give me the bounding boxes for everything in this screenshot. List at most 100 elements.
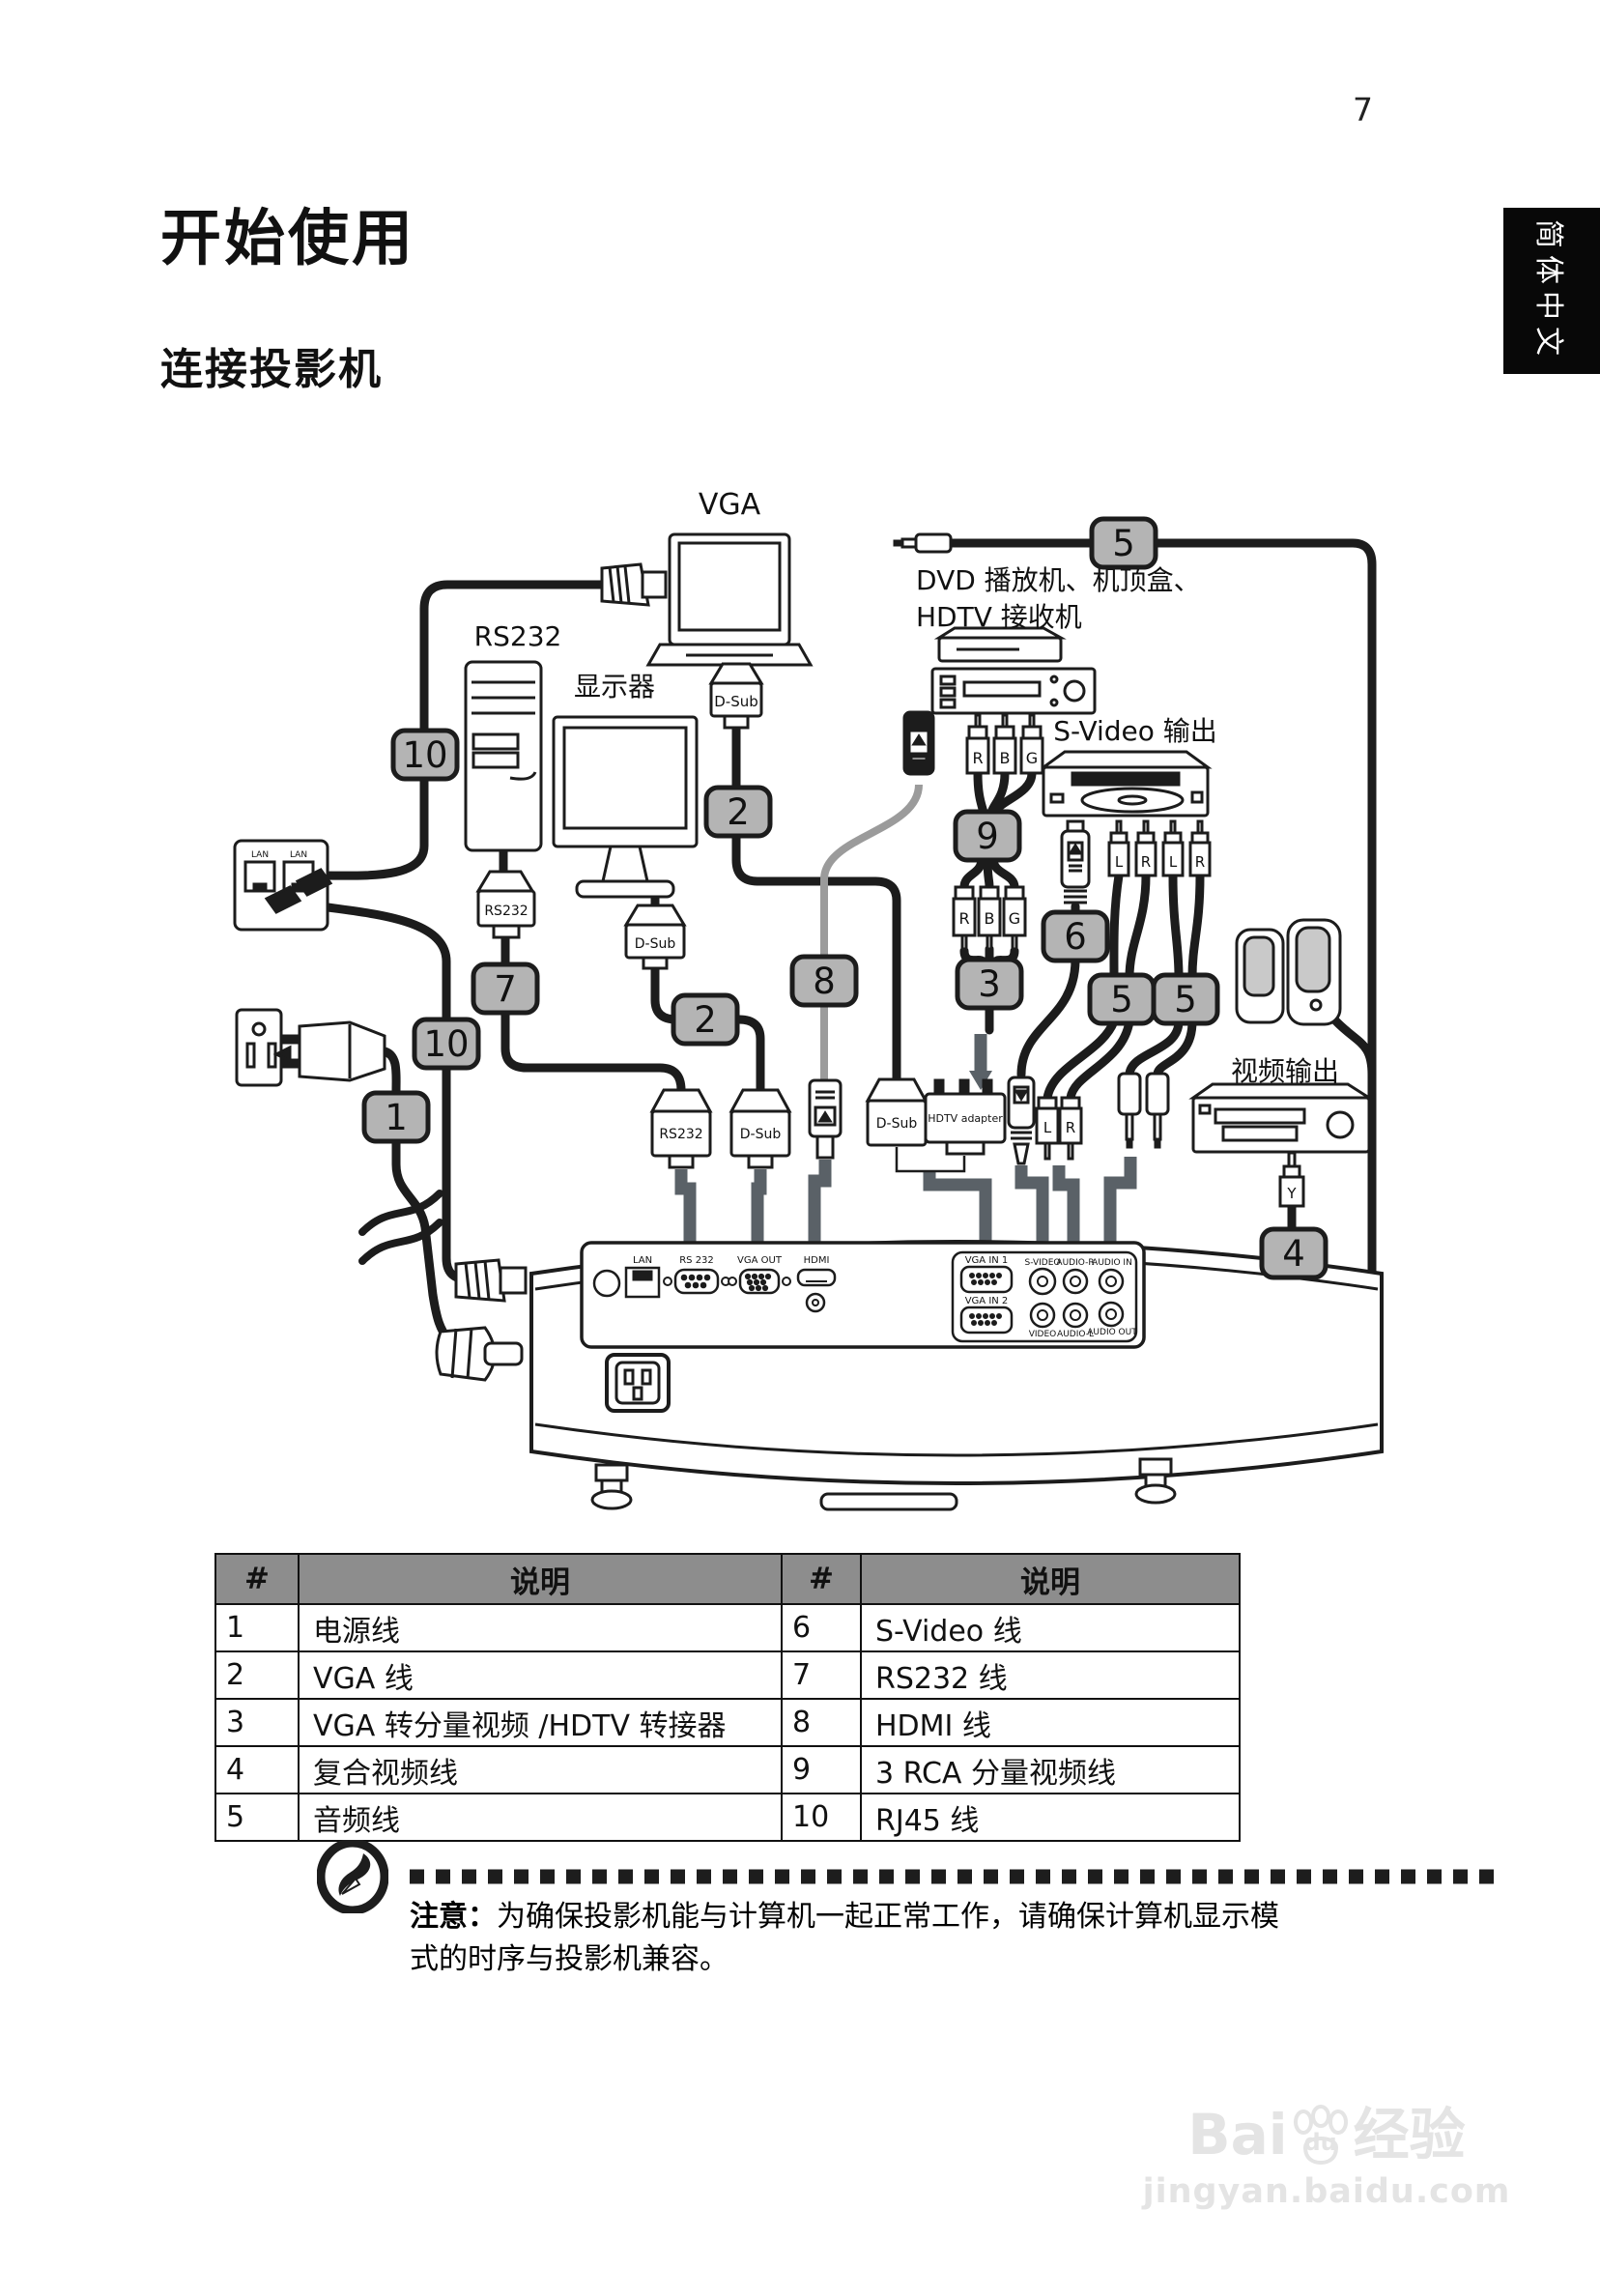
callout-number: 1 — [385, 1097, 408, 1138]
audio-cable-1 — [1109, 871, 1124, 982]
label-video-out: 视频输出 — [1231, 1055, 1339, 1087]
power-cord-squiggle-1 — [358, 1190, 443, 1236]
label-dsub-4: D-Sub — [876, 1116, 918, 1132]
callout-badge-2: 2 — [671, 992, 740, 1047]
cable-description-cell: 复合视频线 — [298, 1745, 783, 1794]
computer-tower — [464, 660, 543, 852]
callout-number: 5 — [1174, 979, 1197, 1020]
power-outlet — [235, 1008, 283, 1087]
callout-badge-10: 10 — [390, 728, 460, 782]
power-plug — [272, 1020, 386, 1082]
watermark-brand-prefix: Bai — [1187, 2102, 1288, 2168]
label-dsub-1: D-Sub — [714, 693, 758, 710]
rgb-cable-4 — [959, 854, 986, 892]
watermark-brand-suffix: du — [1303, 2129, 1337, 2156]
callout-number: 4 — [1282, 1233, 1305, 1275]
rj45-cable-projector — [316, 902, 472, 1284]
note-icon — [316, 1838, 389, 1917]
baidu-paw-icon: du — [1290, 2105, 1352, 2167]
callout-badge-5: 5 — [1089, 516, 1158, 570]
label-hdtv-adapter: HDTV adapter — [928, 1112, 1003, 1125]
label-monitor: 显示器 — [574, 671, 655, 703]
cable-number-cell: 5 — [214, 1793, 300, 1842]
callout-number: 5 — [1110, 979, 1133, 1020]
port-label-rs232: RS 232 — [679, 1255, 714, 1266]
label-r4: R — [1195, 853, 1205, 871]
label-wall-lan-2: LAN — [290, 850, 307, 860]
dsub-connector-bottom-1 — [729, 1088, 792, 1169]
page-number: 7 — [1353, 91, 1373, 129]
callout-number: 5 — [1112, 523, 1135, 564]
diagram-labels: VGA RS232 显示器 DVD 播放机、机顶盒、 HDTV 接收机 S-Vi… — [251, 488, 1339, 1339]
power-cord — [380, 1047, 454, 1346]
power-cord-squiggle-2 — [358, 1219, 443, 1265]
cable-description-cell: 3 RCA 分量视频线 — [860, 1745, 1241, 1794]
monitor — [552, 715, 699, 899]
header-num-1: # — [214, 1553, 300, 1605]
arrow-vga-out — [751, 1169, 767, 1245]
language-tab-label: 简体中文 — [1531, 219, 1565, 362]
callout-badge-8: 8 — [789, 954, 859, 1008]
cable-number-cell: 10 — [781, 1793, 862, 1842]
rgb-connectors-bottom — [952, 885, 1027, 951]
label-g1: G — [1026, 749, 1038, 767]
rj45-connector-top — [600, 562, 668, 607]
cable-number-cell: 9 — [781, 1745, 862, 1794]
hdmi-connector-top — [902, 710, 935, 776]
label-r1: R — [972, 749, 983, 767]
audio-cable-7 — [1125, 1017, 1184, 1078]
rs232-connector-bottom — [649, 1088, 713, 1169]
port-label-audio-out: AUDIO OUT — [1087, 1328, 1137, 1337]
rj45-cable-top — [316, 580, 607, 880]
lan-wall-plate — [233, 839, 333, 932]
dvd-player-device — [933, 626, 1067, 663]
connection-diagram: VGA RS232 显示器 DVD 播放机、机顶盒、 HDTV 接收机 S-Vi… — [145, 445, 1556, 1527]
hdmi-connector-bottom — [808, 1078, 843, 1160]
laptop-vga-cable — [731, 652, 901, 1084]
header-desc-2: 说明 — [860, 1553, 1241, 1605]
callout-badge-5: 5 — [1151, 972, 1220, 1026]
hdmi-cable — [820, 784, 923, 1080]
header-desc-1: 说明 — [298, 1553, 783, 1605]
header-num-2: # — [781, 1553, 862, 1605]
cable-number-cell: 8 — [781, 1698, 862, 1747]
rs232-cable — [500, 933, 686, 1095]
callout-number: 9 — [976, 816, 999, 857]
arrow-audio-in — [1103, 1157, 1137, 1245]
projector — [529, 1240, 1384, 1511]
callout-number: 3 — [978, 963, 1001, 1005]
callout-number: 2 — [694, 999, 717, 1041]
language-tab: 简体中文 — [1503, 208, 1600, 374]
label-rs232-device: RS232 — [474, 620, 562, 652]
note-body: 为确保投影机能与计算机一起正常工作，请确保计算机显示模式的时序与投影机兼容。 — [410, 1900, 1279, 1977]
port-label-s-video: S-VIDEO — [1025, 1258, 1061, 1268]
audio-rca-top — [1107, 819, 1212, 877]
rj45-connector-projector — [454, 1258, 528, 1303]
watermark-logo: Bai du 经验 — [1129, 2102, 1525, 2168]
arrow-vga-in1 — [923, 1171, 992, 1243]
speakers — [1235, 918, 1342, 1026]
arrow-hdmi — [808, 1160, 832, 1245]
callout-number: 6 — [1064, 916, 1087, 958]
port-label-vga-in-1: VGA IN 1 — [965, 1255, 1009, 1266]
label-wall-lan-1: LAN — [251, 850, 269, 860]
port-label-vga-out: VGA OUT — [737, 1255, 783, 1266]
audio-out-cable-b — [1151, 538, 1377, 1313]
callout-number: 2 — [727, 791, 750, 833]
callout-badge-10: 10 — [412, 1017, 481, 1071]
arrow-audio-rl — [1052, 1165, 1080, 1245]
cable-number-cell: 6 — [781, 1603, 862, 1652]
note-text: 注意：为确保投影机能与计算机一起正常工作，请确保计算机显示模式的时序与投影机兼容… — [410, 1896, 1284, 1981]
svideo-connector-bottom — [1007, 1076, 1036, 1165]
audio-cable-8 — [1153, 1017, 1197, 1078]
cable-description-cell: RS232 线 — [860, 1650, 1241, 1700]
callout-number: 8 — [813, 961, 836, 1002]
devices — [233, 532, 1384, 1511]
